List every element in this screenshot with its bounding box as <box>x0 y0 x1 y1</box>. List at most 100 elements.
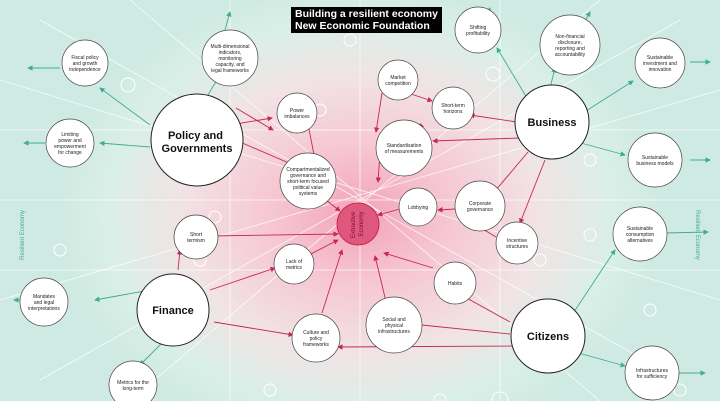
node-circle <box>431 86 475 130</box>
node-label-line: for sufficiency <box>637 374 668 380</box>
node-circle <box>634 37 686 89</box>
node-circle <box>61 39 109 87</box>
node-label-line: Incentive <box>507 238 527 244</box>
left-side-label: Resilient Economy <box>20 210 26 260</box>
node-label-line: infrastructures <box>378 329 410 335</box>
node-label-line: Infrastructures <box>636 368 668 374</box>
node-label-line: accountability <box>555 52 586 58</box>
node-label-line: governance and <box>290 173 326 179</box>
node-circle <box>276 92 318 134</box>
node-label-line: and growth <box>73 61 98 67</box>
svg-text:Business: Business <box>528 117 577 129</box>
node-label-line: innovation <box>649 67 672 73</box>
red-arrows <box>175 92 546 350</box>
node-label-line: Sustainable <box>647 55 673 61</box>
node-label-line: long-term <box>122 386 143 392</box>
node-label-line: disclosure, <box>558 40 582 46</box>
node-label-line: short-term focused <box>287 179 329 185</box>
node-circle <box>108 360 158 401</box>
node-label-line: investment and <box>643 61 677 67</box>
node-label-line: Shifting <box>470 25 487 31</box>
node-label-line: Sustainable <box>642 155 668 161</box>
node-circle <box>279 152 337 210</box>
node-label-line: Compartmentalized <box>286 167 330 173</box>
node-lobbying: Lobbying <box>398 187 438 227</box>
node-label-line: alternatives <box>627 238 653 244</box>
node-circle <box>454 180 506 232</box>
node-label-line: Mandates <box>33 294 55 300</box>
node-label-line: Power <box>290 108 305 114</box>
node-label-line: power and <box>58 138 82 144</box>
node-label-line: metrics <box>286 265 303 271</box>
node-label-line: and legal <box>34 300 54 306</box>
node-label-line: Habits <box>448 281 463 287</box>
node-label-line: frameworks <box>303 342 329 348</box>
node-circle <box>291 313 341 363</box>
hub-citizens: Citizens <box>510 298 586 374</box>
node-circle <box>539 14 601 76</box>
node-label-line: indicators, <box>219 50 242 56</box>
diagram-title: Building a resilient economy New Economi… <box>291 7 442 33</box>
node-label-line: governance <box>467 207 493 213</box>
hub-policy-and-governments: Policy and Governments <box>150 93 244 187</box>
node-label-line: capacity, and <box>215 62 244 68</box>
node-label-line: reporting and <box>555 46 585 52</box>
node-label-line: Corporate <box>469 201 491 207</box>
node-circle <box>454 6 502 54</box>
node-label-line: profitability <box>466 31 490 37</box>
node-circle <box>173 214 219 260</box>
node-label-line: legal frameworks <box>211 68 249 74</box>
node-label-line: horizons <box>444 109 463 115</box>
extractive-economy-node <box>336 202 380 246</box>
node-circle <box>45 118 95 168</box>
node-circle <box>433 261 477 305</box>
node-circle <box>495 221 539 265</box>
node-circle <box>19 277 69 327</box>
node-label-line: business models <box>636 161 674 167</box>
node-label-line: Fiscal policy <box>71 55 99 61</box>
extractive-economy-label: Extractive Economy <box>351 210 365 238</box>
node-label-line: Limiting <box>61 132 78 138</box>
node-circle <box>612 206 668 262</box>
node-label-line: structures <box>506 244 528 250</box>
node-label-line: interpretations <box>28 306 60 312</box>
node-label-line: monitoring <box>218 56 242 62</box>
node-circle <box>624 345 680 401</box>
title-line-1: Building a resilient economy <box>295 8 438 20</box>
node-label-line: systems <box>299 191 318 197</box>
